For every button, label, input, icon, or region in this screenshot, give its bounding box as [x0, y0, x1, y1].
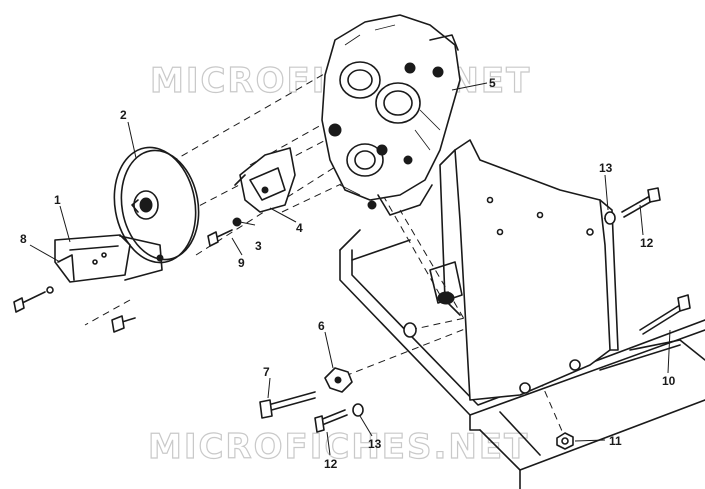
- transmission-housing: [321, 14, 461, 216]
- callout-12-lower: 12: [324, 457, 338, 471]
- hardware: [13, 187, 691, 450]
- callout-7: 7: [263, 365, 270, 379]
- callout-9: 9: [238, 256, 245, 270]
- callout-11: 11: [609, 434, 622, 448]
- leader-lines: [29, 82, 671, 456]
- callout-6: 6: [318, 319, 325, 333]
- bracket: [54, 234, 164, 283]
- frame: [339, 229, 705, 489]
- callout-12-upper: 12: [640, 236, 654, 250]
- callout-2: 2: [120, 108, 127, 122]
- callout-5: 5: [489, 76, 496, 90]
- callout-4: 4: [296, 221, 303, 235]
- callout-8: 8: [20, 232, 27, 246]
- idler-bracket: [234, 147, 296, 213]
- watermark-bottom: MICROFICHES.NET: [148, 427, 529, 467]
- callout-1: 1: [54, 193, 61, 207]
- callout-3: 3: [255, 239, 262, 253]
- pulley-disc: [113, 146, 200, 264]
- mounting-plate: [429, 139, 619, 401]
- callout-13-lower: 13: [368, 437, 382, 451]
- callout-13-upper: 13: [599, 161, 613, 175]
- callout-10: 10: [662, 374, 676, 388]
- callouts: 1 2 3 4 5 6 7 8 9 10 11 12 12 13 13: [20, 76, 676, 471]
